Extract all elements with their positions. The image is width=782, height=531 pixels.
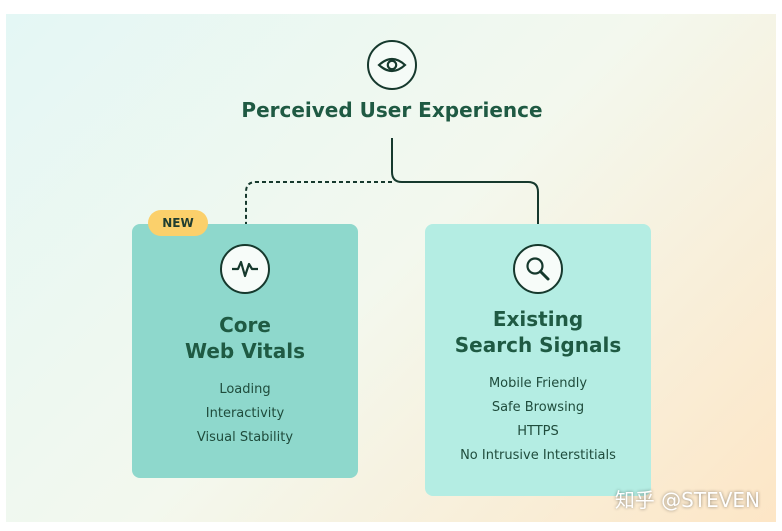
- signal-list: Mobile Friendly Safe Browsing HTTPS No I…: [425, 372, 651, 468]
- new-badge: NEW: [148, 210, 208, 236]
- pulse-icon: [220, 244, 270, 294]
- watermark: 知乎 @STEVEN: [614, 488, 760, 512]
- magnifier-icon: [513, 244, 563, 294]
- list-item: Mobile Friendly: [488, 376, 588, 391]
- connector-solid: [391, 138, 539, 224]
- card-title-line2: Search Signals: [454, 333, 622, 357]
- list-item: HTTPS: [517, 424, 559, 439]
- list-item: Loading: [219, 382, 271, 397]
- list-item: Visual Stability: [196, 430, 294, 445]
- card-title-line1: Existing: [492, 307, 584, 331]
- list-item: Safe Browsing: [491, 400, 585, 415]
- eye-icon: [367, 40, 417, 90]
- core-web-vitals-card: Core Web Vitals Loading Interactivity Vi…: [132, 224, 358, 478]
- page-title: Perceived User Experience: [241, 98, 543, 122]
- metric-list: Loading Interactivity Visual Stability: [132, 378, 358, 450]
- search-signals-card: Existing Search Signals Mobile Friendly …: [425, 224, 651, 496]
- connector-dashed: [245, 181, 392, 224]
- card-title-line2: Web Vitals: [185, 339, 305, 363]
- list-item: No Intrusive Interstitials: [460, 448, 616, 463]
- list-item: Interactivity: [205, 406, 285, 421]
- card-title-line1: Core: [219, 313, 271, 337]
